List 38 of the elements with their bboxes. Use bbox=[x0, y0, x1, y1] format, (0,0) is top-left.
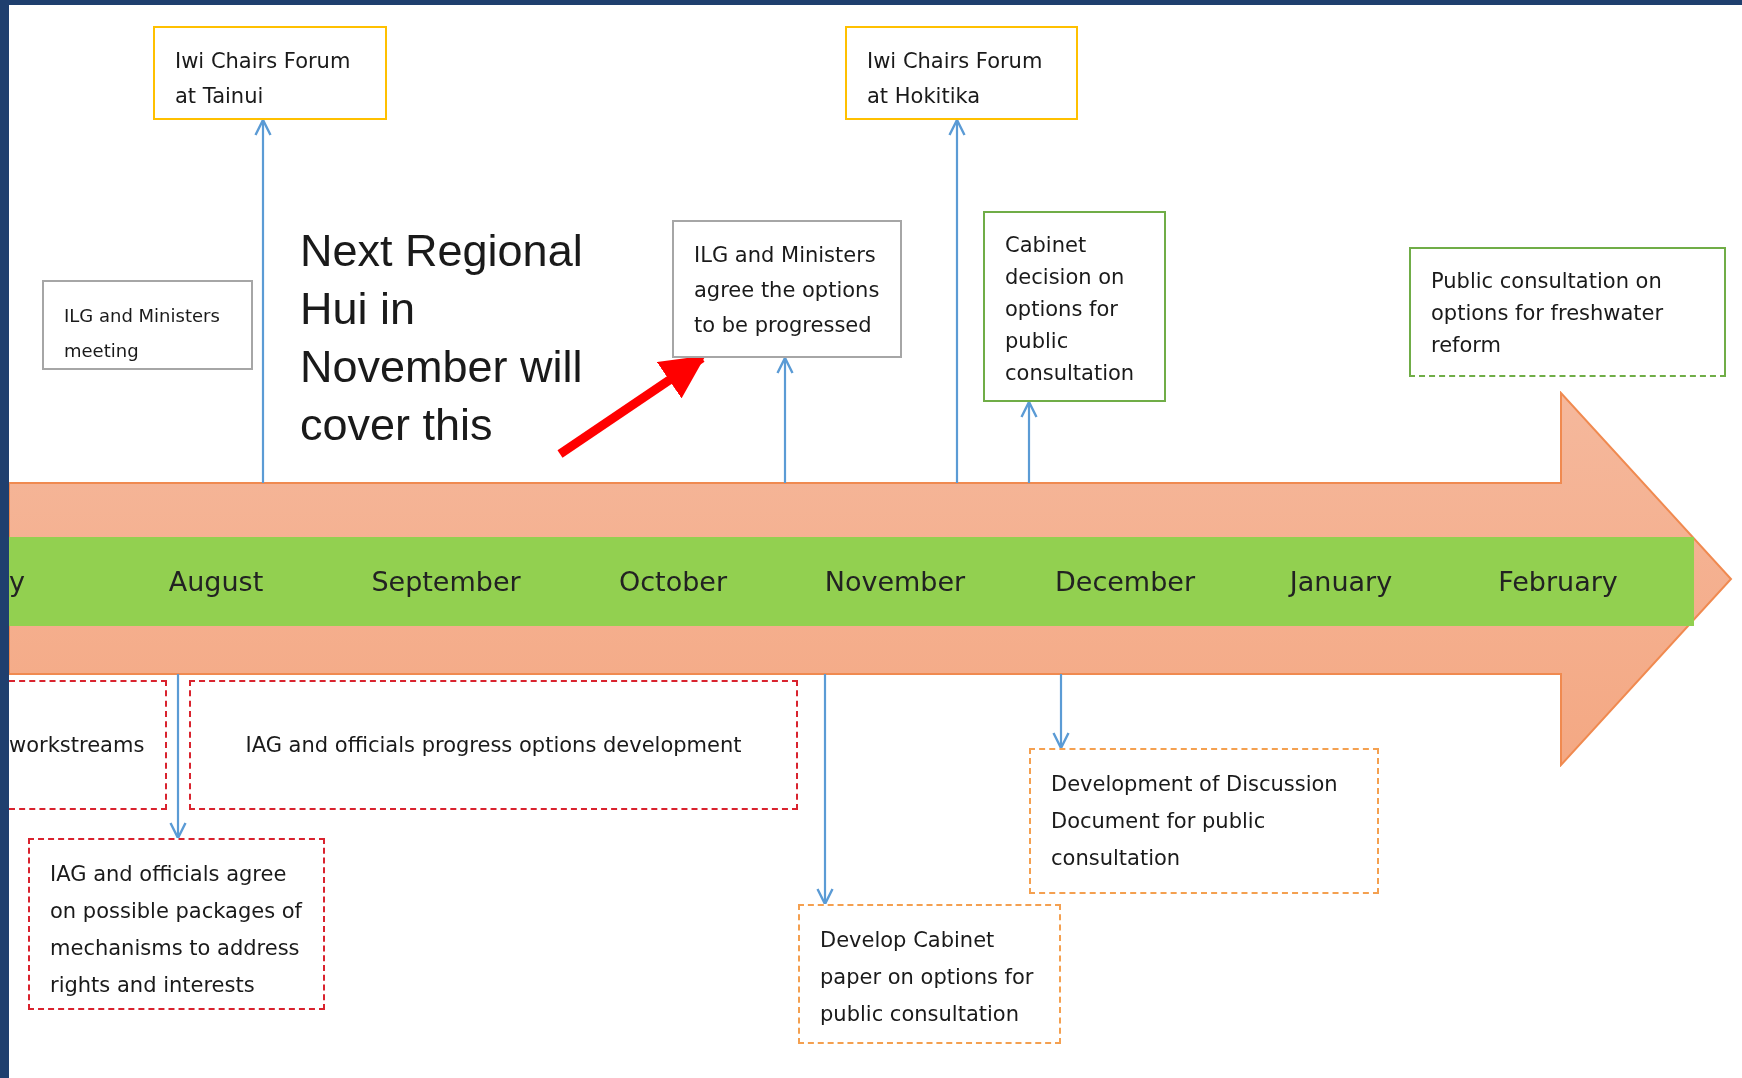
month-label: October bbox=[618, 565, 728, 597]
box-text: Cabinet decision on options for public consultation bbox=[1005, 232, 1136, 387]
activity-box bbox=[1029, 748, 1379, 894]
month-label: September bbox=[371, 565, 521, 597]
milestone-box bbox=[153, 26, 387, 120]
box-text: ILG and Ministers meeting bbox=[64, 304, 221, 363]
activity-box bbox=[189, 680, 798, 810]
activity-box bbox=[9, 680, 167, 810]
arrow bbox=[254, 118, 272, 483]
box-text: IAG and officials progress options development bbox=[245, 731, 742, 759]
arrow bbox=[776, 356, 794, 483]
arrow bbox=[1052, 674, 1070, 750]
box-text: Iwi Chairs Forum at Tainui bbox=[175, 48, 352, 110]
meeting-box bbox=[672, 220, 902, 358]
annotation-text: Next Regional Hui in November will cover this bbox=[300, 222, 612, 454]
activity-box bbox=[28, 838, 325, 1010]
box-text: IAG and officials agree on possible packages of mechanisms to address rights and interests bbox=[50, 861, 303, 999]
box-text: workstreams bbox=[9, 731, 145, 759]
milestone-box bbox=[845, 26, 1078, 120]
meeting-box bbox=[42, 280, 253, 370]
box-text: Public consultation on options for freshwater reform bbox=[1431, 268, 1665, 359]
decision-box bbox=[983, 211, 1166, 402]
box-text: Develop Cabinet paper on options for public consultation bbox=[820, 927, 1035, 1028]
arrow bbox=[816, 674, 834, 906]
month-label: August bbox=[168, 565, 264, 597]
arrow bbox=[948, 118, 966, 483]
month-label: January bbox=[1289, 565, 1393, 597]
box-text: Development of Discussion Document for public consultation bbox=[1051, 771, 1339, 872]
month-label: y bbox=[9, 565, 25, 597]
box-text: Iwi Chairs Forum at Hokitika bbox=[867, 48, 1044, 110]
arrow bbox=[1020, 400, 1038, 483]
box-text: ILG and Ministers agree the options to be progressed bbox=[694, 242, 880, 339]
month-label: February bbox=[1498, 565, 1618, 597]
month-label: November bbox=[824, 565, 966, 597]
month-label: December bbox=[1055, 565, 1195, 597]
decision-box bbox=[1409, 247, 1726, 377]
activity-box bbox=[798, 904, 1061, 1044]
arrow bbox=[169, 674, 187, 840]
